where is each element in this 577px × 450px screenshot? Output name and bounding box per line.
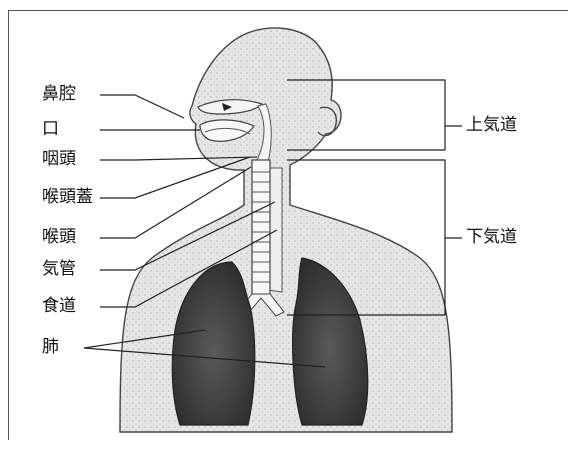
label-trachea: 気管 bbox=[42, 261, 76, 278]
body-silhouette bbox=[120, 28, 452, 432]
label-lungs: 肺 bbox=[42, 339, 59, 356]
leader-nasal-cavity bbox=[100, 95, 184, 118]
trachea-shape bbox=[252, 160, 270, 295]
label-upper-airway: 上気道 bbox=[466, 117, 517, 134]
label-pharynx: 咽頭 bbox=[42, 151, 76, 168]
label-mouth: 口 bbox=[42, 121, 59, 138]
label-epiglottis: 喉頭蓋 bbox=[42, 189, 93, 206]
label-esophagus: 食道 bbox=[42, 298, 76, 315]
label-larynx: 喉頭 bbox=[42, 229, 76, 246]
label-lower-airway: 下気道 bbox=[466, 229, 517, 246]
label-nasal-cavity: 鼻腔 bbox=[42, 86, 76, 103]
